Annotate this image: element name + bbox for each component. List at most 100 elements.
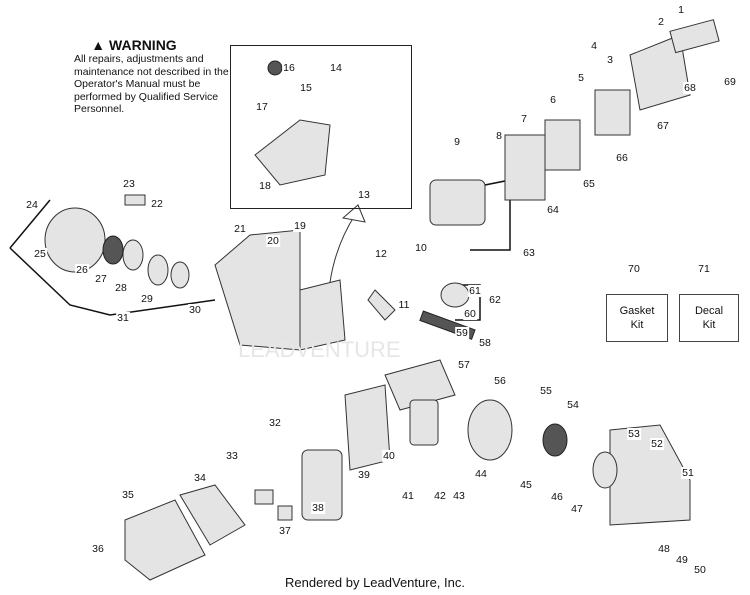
clutch-housing — [609, 424, 691, 526]
callout-label: 46 — [550, 491, 564, 503]
callout-label: 17 — [255, 101, 269, 113]
clutch-drum — [592, 451, 618, 489]
callout-label: 39 — [357, 469, 371, 481]
cylinder-cover — [124, 499, 206, 581]
gasket-plate — [504, 134, 546, 201]
callout-label: 40 — [382, 450, 396, 462]
plate — [254, 489, 274, 505]
heat-shield — [367, 289, 396, 321]
label-plate — [277, 505, 293, 521]
callout-label: 69 — [723, 76, 737, 88]
spring — [122, 239, 144, 271]
callout-label: 5 — [577, 72, 585, 84]
callout-label: 11 — [397, 299, 411, 311]
footer-credit: Rendered by LeadVenture, Inc. — [285, 575, 465, 590]
callout-label: 44 — [474, 468, 488, 480]
warning-title-text: WARNING — [109, 37, 177, 53]
callout-label: 22 — [150, 198, 164, 210]
pulley — [102, 235, 124, 265]
bracket-31-top — [9, 199, 51, 249]
callout-label: 21 — [233, 223, 247, 235]
callout-label: 47 — [570, 503, 584, 515]
inset-fuel-tank — [254, 119, 331, 186]
callout-label: 68 — [683, 82, 697, 94]
cylinder — [429, 179, 486, 226]
decal-kit-line2: Kit — [702, 319, 716, 331]
callout-label: 12 — [374, 248, 388, 260]
callout-label: 60 — [463, 308, 477, 320]
callout-label: 56 — [493, 375, 507, 387]
callout-label: 23 — [122, 178, 136, 190]
crankcase — [384, 359, 456, 411]
callout-label: 25 — [33, 248, 47, 260]
callout-label: 45 — [519, 479, 533, 491]
clutch — [542, 423, 568, 457]
callout-label: 59 — [455, 327, 469, 339]
callout-label: 38 — [311, 502, 325, 514]
callout-label: 9 — [453, 136, 461, 148]
carburetor — [594, 89, 631, 136]
callout-label: 61 — [468, 285, 482, 297]
flywheel-hub — [170, 261, 190, 289]
air-filter — [669, 19, 720, 54]
piston — [440, 282, 470, 308]
flywheel — [467, 399, 513, 461]
fuel-tank-inset-box — [230, 45, 412, 209]
callout-label: 15 — [299, 82, 313, 94]
fuel-cap — [267, 60, 283, 76]
warning-notice: ▲ WARNING All repairs, adjustments and m… — [74, 38, 244, 116]
watermark-text: LEADVENTURE — [238, 337, 401, 362]
arrow-head — [341, 204, 366, 223]
callout-label: 3 — [606, 54, 614, 66]
callout-label: 50 — [693, 564, 707, 576]
callout-label: 32 — [268, 417, 282, 429]
callout-label: 54 — [566, 399, 580, 411]
callout-label: 28 — [114, 282, 128, 294]
callout-label: 37 — [278, 525, 292, 537]
gasket-kit-line2: Kit — [630, 319, 644, 331]
warning-title: ▲ WARNING — [74, 38, 194, 53]
bracket-31 — [9, 247, 216, 316]
callout-label: 49 — [675, 554, 689, 566]
callout-label: 34 — [193, 472, 207, 484]
adapter — [544, 119, 581, 171]
callout-label: 1 — [677, 4, 685, 16]
callout-label: 66 — [615, 152, 629, 164]
callout-label: 4 — [590, 40, 598, 52]
warning-triangle-icon: ▲ — [91, 37, 106, 53]
callout-label: 27 — [94, 273, 108, 285]
callout-label: 20 — [266, 235, 280, 247]
callout-label: 65 — [582, 178, 596, 190]
engine-housing — [214, 229, 301, 351]
callout-label: 18 — [258, 180, 272, 192]
callout-label: 55 — [539, 385, 553, 397]
callout-label: 48 — [657, 543, 671, 555]
callout-label: 16 — [282, 62, 296, 74]
callout-label: 41 — [401, 490, 415, 502]
air-filter-cover — [629, 34, 691, 111]
callout-label: 24 — [25, 199, 39, 211]
fuel-tank — [299, 279, 346, 351]
callout-label: 26 — [75, 264, 89, 276]
callout-label: 63 — [522, 247, 536, 259]
callout-label: 70 — [627, 263, 641, 275]
callout-label: 10 — [414, 242, 428, 254]
callout-label: 35 — [121, 489, 135, 501]
starter-handle — [124, 194, 146, 206]
callout-label: 43 — [452, 490, 466, 502]
callout-label: 71 — [697, 263, 711, 275]
callout-label: 2 — [657, 16, 665, 28]
callout-label: 33 — [225, 450, 239, 462]
callout-label: 36 — [91, 543, 105, 555]
gasket-kit-line1: Gasket — [619, 305, 655, 317]
callout-label: 64 — [546, 204, 560, 216]
ignition-module — [409, 399, 439, 446]
callout-label: 6 — [549, 94, 557, 106]
callout-label: 62 — [488, 294, 502, 306]
callout-label: 58 — [478, 337, 492, 349]
callout-label: 30 — [188, 304, 202, 316]
callout-label: 67 — [656, 120, 670, 132]
